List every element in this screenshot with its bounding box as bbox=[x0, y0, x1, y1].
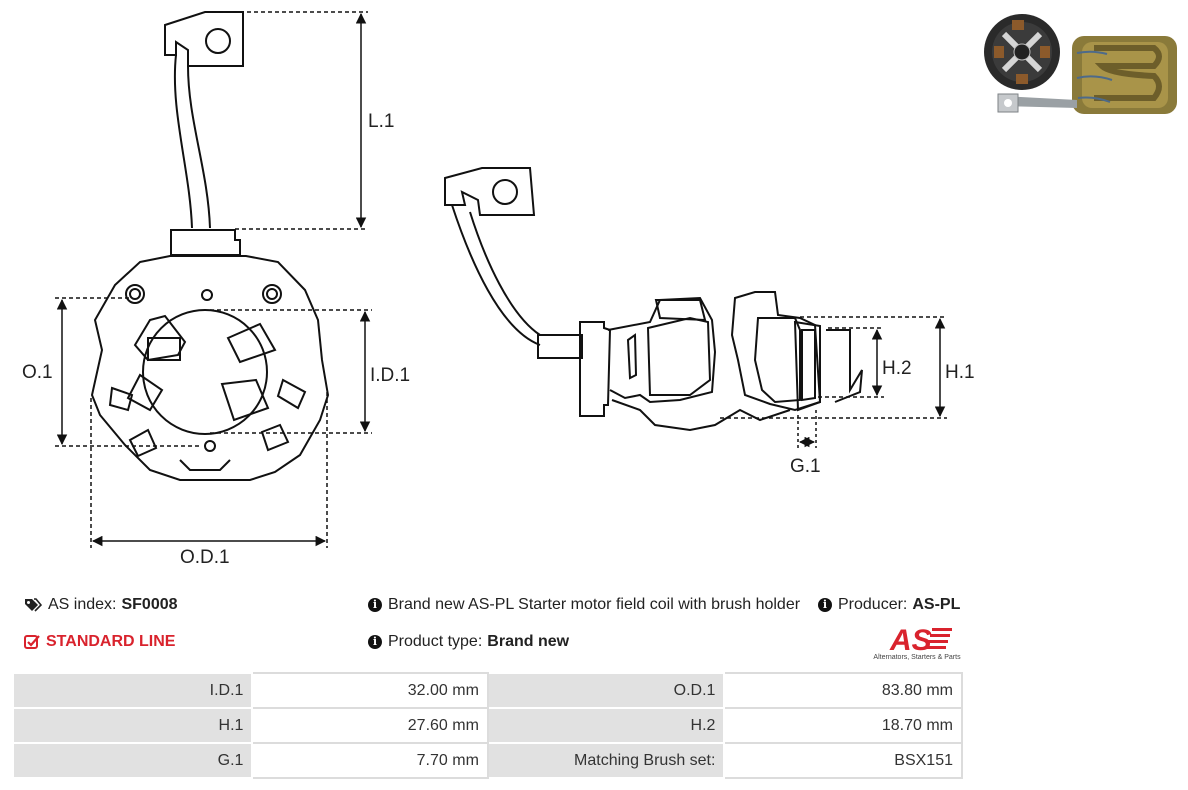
table-row: H.1 27.60 mm H.2 18.70 mm bbox=[11, 707, 963, 744]
producer: i Producer: AS-PL bbox=[818, 596, 960, 614]
description-text: Brand new AS-PL Starter motor field coil… bbox=[388, 596, 801, 613]
spec-value: 18.70 mm bbox=[723, 707, 963, 744]
dim-label-h2: H.2 bbox=[882, 358, 912, 379]
info-circle-icon: i bbox=[368, 635, 382, 649]
spec-key: Matching Brush set: bbox=[486, 742, 726, 779]
dim-label-l1: L.1 bbox=[368, 111, 394, 132]
side-dimensions bbox=[720, 316, 947, 448]
spec-key: O.D.1 bbox=[486, 672, 726, 709]
dim-label-id1: I.D.1 bbox=[370, 365, 410, 386]
spec-value: 27.60 mm bbox=[251, 707, 489, 744]
info-circle-icon: i bbox=[818, 598, 832, 612]
producer-label: Producer: bbox=[838, 596, 908, 613]
technical-drawing: L.1 O.1 I.D.1 O.D.1 H.1 H.2 G.1 bbox=[22, 11, 975, 568]
spec-value: BSX151 bbox=[723, 742, 963, 779]
side-view bbox=[444, 167, 863, 432]
spec-value: 7.70 mm bbox=[251, 742, 489, 779]
as-index-label: AS index: bbox=[48, 596, 117, 613]
dim-label-g1: G.1 bbox=[790, 456, 821, 477]
specifications-table: I.D.1 32.00 mm O.D.1 83.80 mm H.1 27.60 … bbox=[11, 672, 963, 779]
standard-line-label: STANDARD LINE bbox=[46, 633, 176, 650]
spec-key: H.1 bbox=[11, 707, 254, 744]
front-dimensions bbox=[55, 11, 372, 548]
spec-value: 83.80 mm bbox=[723, 672, 963, 709]
info-circle-icon: i bbox=[368, 598, 382, 612]
table-row: I.D.1 32.00 mm O.D.1 83.80 mm bbox=[11, 672, 963, 709]
spec-key: G.1 bbox=[11, 742, 254, 779]
product-description: i Brand new AS-PL Starter motor field co… bbox=[368, 596, 823, 614]
dim-label-od1: O.D.1 bbox=[180, 547, 230, 568]
producer-value: AS-PL bbox=[912, 596, 961, 613]
as-pl-logo: AS Alternators, Starters & Parts bbox=[868, 622, 966, 664]
product-type-value: Brand new bbox=[487, 633, 570, 650]
front-view bbox=[90, 11, 330, 481]
check-square-icon bbox=[24, 634, 40, 650]
product-type-label: Product type: bbox=[388, 633, 483, 650]
dim-label-h1: H.1 bbox=[945, 362, 975, 383]
table-row: G.1 7.70 mm Matching Brush set: BSX151 bbox=[11, 742, 963, 779]
logo-tagline: Alternators, Starters & Parts bbox=[873, 654, 961, 661]
dim-label-o1: O.1 bbox=[22, 362, 53, 383]
as-index-value: SF0008 bbox=[121, 596, 178, 613]
product-type: i Product type: Brand new bbox=[368, 633, 569, 651]
logo-text: AS bbox=[889, 624, 932, 654]
product-photo bbox=[984, 14, 1177, 114]
tags-icon bbox=[24, 598, 42, 612]
spec-key: I.D.1 bbox=[11, 672, 254, 709]
standard-line: STANDARD LINE bbox=[24, 633, 175, 651]
spec-key: H.2 bbox=[486, 707, 726, 744]
spec-value: 32.00 mm bbox=[251, 672, 489, 709]
as-index: AS index: SF0008 bbox=[24, 596, 178, 614]
